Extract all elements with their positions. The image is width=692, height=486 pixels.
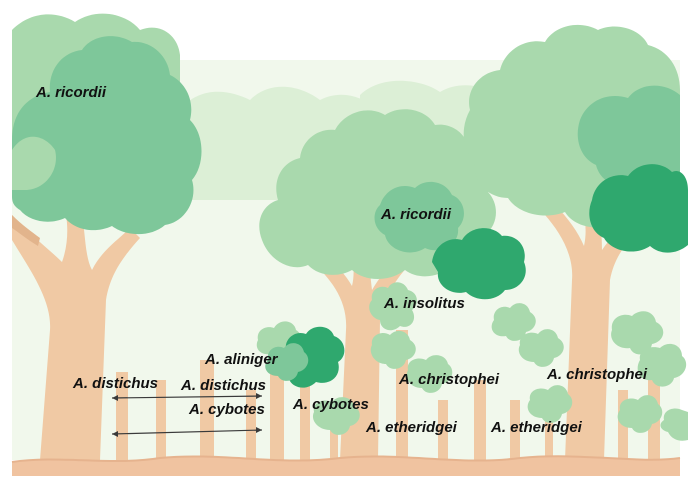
label-etheridgei-left: A. etheridgei	[365, 419, 458, 436]
label-ricordii-mid: A. ricordii	[380, 206, 452, 223]
label-distichus-left: A. distichus	[72, 375, 158, 392]
label-etheridgei-right: A. etheridgei	[490, 419, 583, 436]
label-christophei-mid: A. christophei	[398, 371, 500, 388]
label-insolitus: A. insolitus	[383, 295, 465, 312]
label-cybotes-left: A. cybotes	[188, 401, 265, 418]
label-aliniger: A. aliniger	[204, 351, 279, 368]
label-christophei-right: A. christophei	[546, 366, 648, 383]
label-ricordii-left: A. ricordii	[35, 84, 107, 101]
label-cybotes-mid: A. cybotes	[292, 396, 369, 413]
label-distichus-mid: A. distichus	[180, 377, 266, 394]
